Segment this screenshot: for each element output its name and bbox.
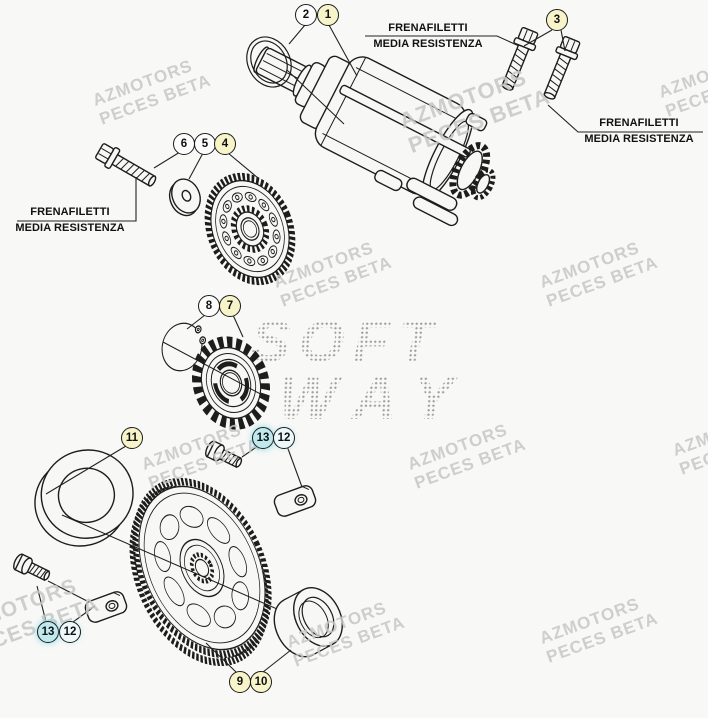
callout-11: 11 bbox=[121, 427, 143, 449]
gear-roller bbox=[260, 257, 265, 264]
starter-motor bbox=[253, 46, 496, 227]
label-line1: FRENAFILETTI bbox=[388, 22, 468, 34]
gear-hole-ring bbox=[154, 505, 249, 629]
callout-2: 2 bbox=[295, 4, 317, 26]
callout-8: 8 bbox=[198, 295, 220, 317]
gear-roller bbox=[235, 194, 240, 201]
label-frenafiletti-right: FRENAFILETTI MEDIA RESISTENZA bbox=[572, 117, 706, 146]
gear-roller bbox=[234, 250, 239, 256]
gear-hole bbox=[228, 546, 248, 578]
label-line2: MEDIA RESISTENZA bbox=[373, 38, 483, 50]
gear-hole bbox=[213, 605, 236, 629]
bearing bbox=[273, 587, 343, 658]
snap-ring bbox=[161, 322, 207, 372]
label-line1: FRENAFILETTI bbox=[30, 206, 110, 218]
gear-hole-ring bbox=[219, 191, 281, 267]
gear-roller bbox=[248, 194, 253, 200]
gear-roller bbox=[247, 258, 252, 264]
gear-hole bbox=[231, 581, 249, 611]
gear-hole bbox=[186, 603, 211, 627]
gear-hole bbox=[206, 517, 231, 544]
gear-roller bbox=[221, 218, 226, 225]
o-ring bbox=[246, 36, 292, 88]
gear-hole bbox=[159, 514, 180, 541]
gear-roller bbox=[274, 233, 279, 240]
callout-12: 12 bbox=[59, 621, 81, 643]
callout-3: 3 bbox=[546, 9, 568, 31]
gear-hole bbox=[163, 576, 185, 607]
idler-gear bbox=[204, 172, 296, 286]
starter-ring-gear bbox=[129, 477, 272, 667]
callout-1: 1 bbox=[317, 4, 339, 26]
callout-12: 12 bbox=[273, 427, 295, 449]
gear-roller bbox=[271, 216, 276, 223]
oring-position-line bbox=[286, 69, 345, 125]
leader-lines bbox=[17, 24, 703, 673]
callout-5: 5 bbox=[194, 133, 216, 155]
label-frenafiletti-left: FRENAFILETTI MEDIA RESISTENZA bbox=[5, 206, 135, 235]
label-line1: FRENAFILETTI bbox=[599, 117, 679, 129]
label-frenafiletti-top: FRENAFILETTI MEDIA RESISTENZA bbox=[353, 22, 503, 51]
callout-13: 13 bbox=[37, 621, 59, 643]
callout-13: 13 bbox=[252, 427, 274, 449]
callout-9: 9 bbox=[229, 671, 251, 693]
gear-hole bbox=[154, 541, 172, 573]
label-line2: MEDIA RESISTENZA bbox=[15, 222, 125, 234]
washer bbox=[168, 178, 201, 217]
callout-4: 4 bbox=[214, 133, 236, 155]
gear-hole bbox=[179, 505, 204, 528]
label-line2: MEDIA RESISTENZA bbox=[584, 133, 694, 145]
gear-roller bbox=[261, 202, 266, 208]
gear-roller bbox=[270, 248, 275, 255]
axis-line bbox=[162, 341, 269, 399]
freewheel-gear bbox=[191, 336, 271, 430]
gear-roller bbox=[224, 235, 229, 242]
axis-line bbox=[61, 514, 301, 620]
callout-6: 6 bbox=[173, 133, 195, 155]
gear-roller bbox=[225, 203, 230, 210]
callout-10: 10 bbox=[250, 671, 272, 693]
callout-7: 7 bbox=[219, 295, 241, 317]
